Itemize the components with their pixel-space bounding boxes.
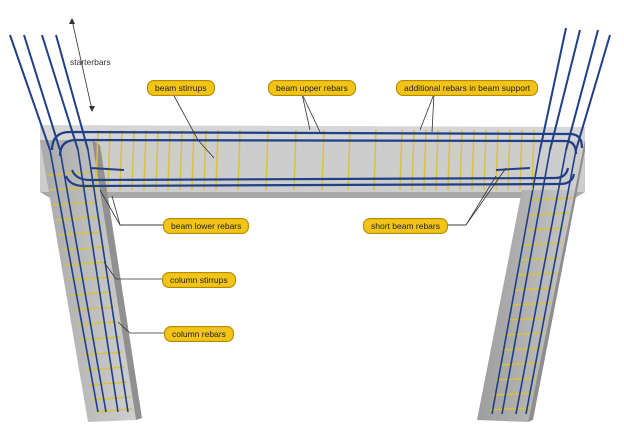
starterbars-label: starterbars	[70, 57, 111, 67]
starter-bars-right	[539, 27, 611, 151]
left-column-concrete	[40, 140, 142, 422]
column-stirrups-label: column stirrups	[162, 272, 236, 288]
short-beam-rebars	[89, 167, 531, 171]
column-rebars-label: column rebars	[164, 326, 234, 342]
beam-upper-rebars-label: beam upper rebars	[268, 80, 356, 96]
additional-rebars-label: additional rebars in beam support	[396, 80, 539, 96]
right-column-rebars	[491, 149, 577, 415]
left-column-rebars	[49, 149, 129, 413]
starter-bars-left	[9, 34, 89, 151]
beam-stirrups-label: beam stirrups	[147, 80, 215, 96]
starterbars-arrow-bottom	[89, 106, 95, 112]
beam-lower-rebars	[64, 167, 576, 188]
starterbars-arrow-top	[69, 18, 75, 24]
right-column-stirrups	[489, 197, 573, 411]
beam-lower-rebars-label: beam lower rebars	[163, 218, 250, 234]
beam-upper-rebars	[50, 130, 584, 157]
short-beam-rebars-label: short beam rebars	[363, 218, 448, 234]
